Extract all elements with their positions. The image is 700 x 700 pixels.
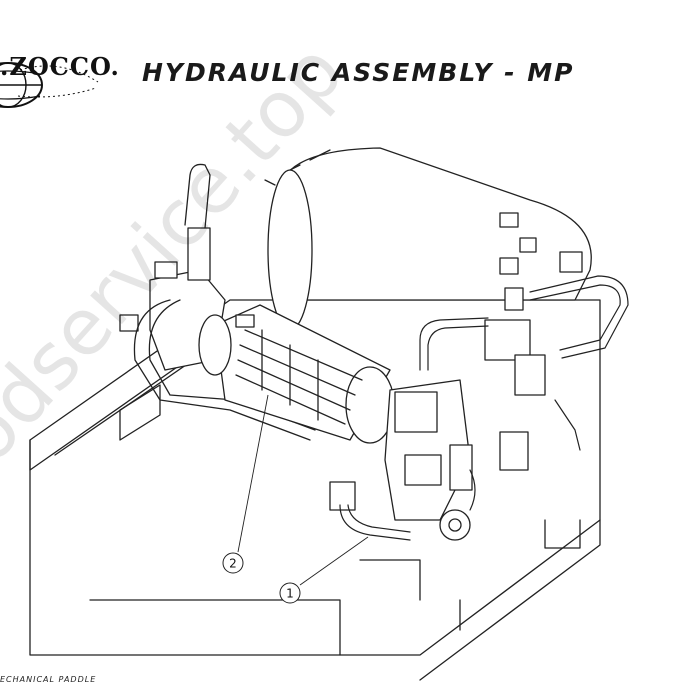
callout-2-leader [237,394,269,553]
logo-globe-icon [0,62,99,108]
callout-2: 2 [222,552,244,574]
callout-1-leader [299,536,369,586]
hydraulic-hoses [339,275,629,541]
electric-motor [198,304,395,444]
page-title: HYDRAULIC ASSEMBLY - MP [142,58,575,87]
brand-logo: .ZOCCO. [0,52,120,81]
callout-1-label: 1 [286,587,294,601]
footer-caption: ECHANICAL PADDLE [0,675,97,684]
valve-block [329,287,546,541]
callout-2-label: 2 [229,557,237,571]
reservoir-tank [264,147,592,331]
callout-1: 1 [279,582,301,604]
